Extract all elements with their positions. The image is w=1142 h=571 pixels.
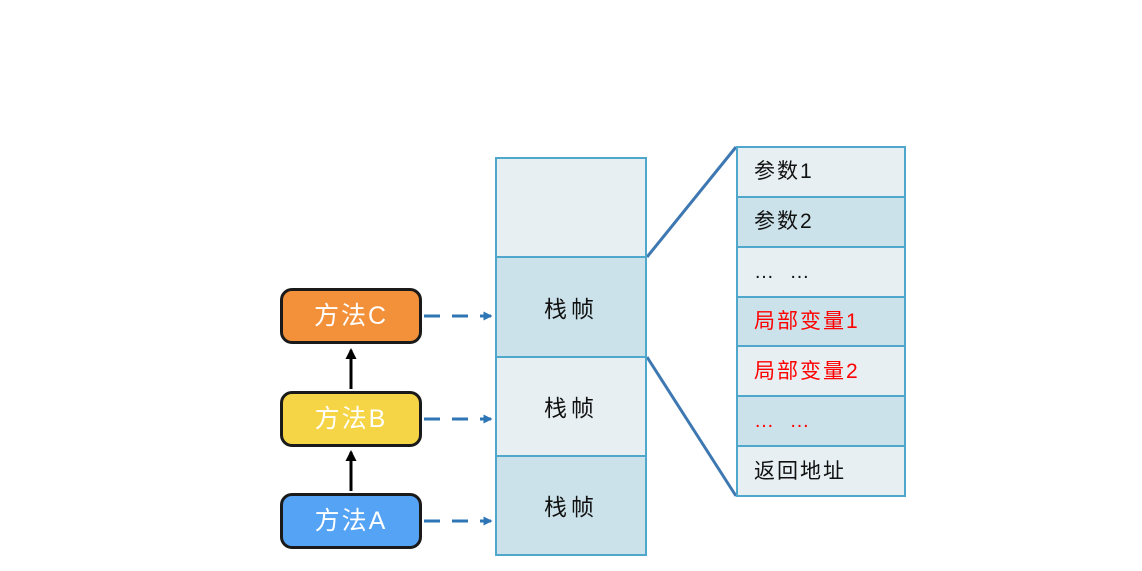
method-box-c[interactable]: 方法C — [280, 288, 422, 344]
method-box-a-label: 方法A — [314, 506, 388, 535]
stack-cell-frame-c-label: 栈帧 — [544, 295, 598, 322]
frame-row-local-var-2[interactable]: 局部变量2 — [736, 346, 906, 397]
frame-row-local-var-1[interactable]: 局部变量1 — [736, 296, 906, 347]
frame-row-param-1-label: 参数1 — [754, 160, 814, 184]
frame-row-param-2[interactable]: 参数2 — [736, 196, 906, 247]
frame-row-locals-ellipsis-label: … … — [754, 410, 815, 433]
frame-row-locals-ellipsis[interactable]: … … — [736, 396, 906, 447]
stack-frame-detail-panel: 参数1 参数2 … … 局部变量1 局部变量2 … … 返回地址 — [736, 146, 906, 498]
stack-cell-frame-b[interactable]: 栈帧 — [495, 356, 647, 456]
expand-line-top — [645, 146, 738, 258]
stack-cell-frame-b-label: 栈帧 — [544, 395, 598, 422]
stack-cell-frame-a[interactable]: 栈帧 — [495, 455, 647, 556]
frame-row-local-var-1-label: 局部变量1 — [754, 310, 860, 333]
frame-row-param-1[interactable]: 参数1 — [736, 146, 906, 197]
method-box-b-label: 方法B — [314, 404, 388, 433]
frame-row-params-ellipsis[interactable]: … … — [736, 246, 906, 297]
method-box-c-label: 方法C — [313, 301, 389, 330]
frame-row-return-address-label: 返回地址 — [754, 459, 846, 483]
stack-cell-empty[interactable] — [495, 157, 647, 258]
frame-row-return-address[interactable]: 返回地址 — [736, 446, 906, 498]
stack-cell-frame-c[interactable]: 栈帧 — [495, 257, 647, 357]
method-box-a[interactable]: 方法A — [280, 493, 422, 549]
stack-cell-frame-a-label: 栈帧 — [544, 494, 598, 521]
method-box-b[interactable]: 方法B — [280, 391, 422, 447]
frame-row-param-2-label: 参数2 — [754, 210, 814, 234]
call-stack-column: 栈帧 栈帧 栈帧 — [495, 157, 647, 556]
frame-row-local-var-2-label: 局部变量2 — [754, 359, 860, 383]
frame-row-params-ellipsis-label: … … — [754, 260, 815, 283]
expand-line-bottom — [645, 356, 738, 497]
